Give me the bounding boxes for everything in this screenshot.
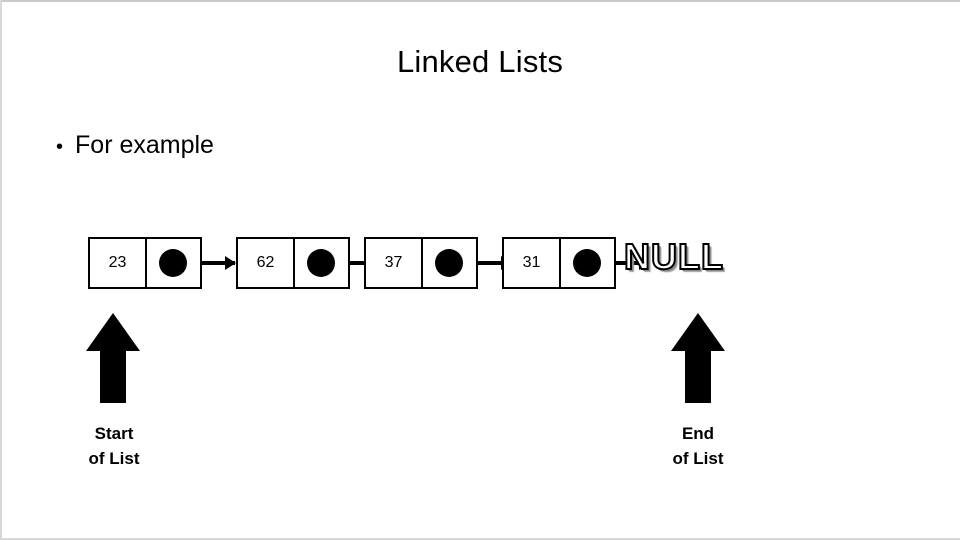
start-caption-line1: Start [94, 424, 134, 443]
pointer-dot-icon [159, 249, 188, 277]
null-terminator-label: NULL [623, 235, 724, 278]
slide-frame-left [0, 0, 2, 540]
node-value: 31 [522, 254, 541, 271]
node-pointer-cell [292, 239, 348, 287]
link-arrow-icon [616, 256, 650, 270]
node-pointer-cell [144, 239, 200, 287]
list-node: 62 [236, 237, 350, 289]
node-pointer-cell [558, 239, 614, 287]
list-node: 37 [364, 237, 478, 289]
start-of-list-caption: Start of List [24, 422, 204, 471]
slide-frame-bottom [0, 538, 960, 540]
node-pointer-cell [420, 239, 476, 287]
start-caption-line2: of List [88, 448, 140, 468]
list-node: 31 [502, 237, 616, 289]
arrow-shaft [100, 350, 126, 403]
list-node: 23 [88, 237, 202, 289]
bullet-text: For example [75, 131, 214, 159]
start-of-list-arrow-icon [86, 313, 140, 403]
end-caption-line2: of List [672, 448, 724, 468]
slide-title: Linked Lists [396, 44, 564, 79]
end-caption-line1: End [681, 424, 715, 443]
pointer-dot-icon [573, 249, 602, 277]
bullet-item: • For example [56, 131, 214, 160]
arrow-head [671, 313, 725, 351]
node-value: 62 [256, 254, 275, 271]
link-arrow-icon [202, 256, 236, 270]
pointer-dot-icon [435, 249, 464, 277]
node-value: 37 [384, 254, 403, 271]
end-of-list-caption: End of List [608, 422, 788, 471]
slide-frame-top [0, 0, 960, 2]
end-of-list-arrow-icon [671, 313, 725, 403]
pointer-dot-icon [307, 249, 336, 277]
arrow-shaft [685, 350, 711, 403]
node-value: 23 [108, 254, 127, 271]
bullet-marker-icon: • [56, 136, 64, 158]
arrow-head [86, 313, 140, 351]
